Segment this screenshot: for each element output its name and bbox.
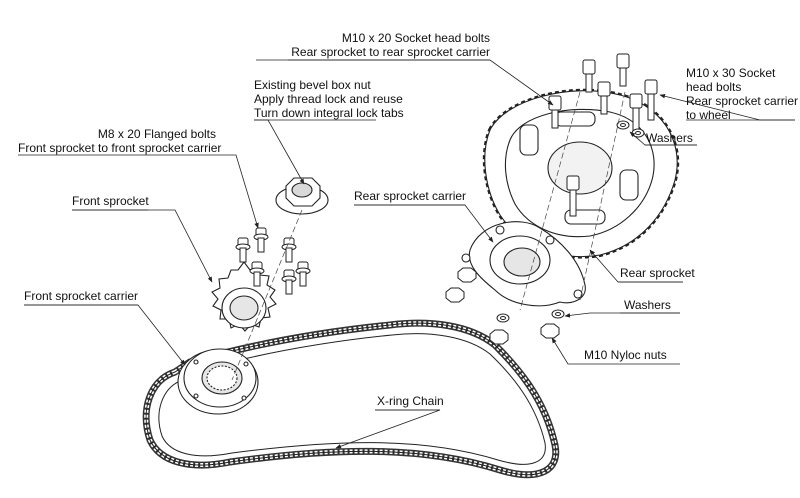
label-washers-top: Washers <box>646 131 693 145</box>
label-m10x30-line1: M10 x 30 Socket <box>686 66 776 80</box>
label-m8-line2: Front sprocket to front sprocket carrier <box>18 141 222 155</box>
label-bevel-box-nut: Existing bevel box nut Apply thread lock… <box>254 78 404 120</box>
rear-sprocket <box>482 88 680 259</box>
assembly-axes <box>231 91 626 381</box>
bevel-box-nut <box>275 177 329 215</box>
m8-flanged-bolts <box>235 227 311 295</box>
label-front-sprocket: Front sprocket <box>72 194 149 208</box>
label-rear-carrier-text: Rear sprocket carrier <box>354 189 467 203</box>
label-chain-text: X-ring Chain <box>377 394 444 408</box>
label-m8-bolts: M8 x 20 Flanged bolts Front sprocket to … <box>18 127 222 155</box>
m10x20-socket-bolts <box>548 53 630 129</box>
m10x30-socket-bolts <box>566 79 658 217</box>
label-m8-line1: M8 x 20 Flanged bolts <box>97 127 216 141</box>
label-washers-top-text: Washers <box>646 131 693 145</box>
washers-bottom <box>496 309 565 323</box>
label-m10x20-line1: M10 x 20 Socket head bolts <box>341 31 490 45</box>
m10-nyloc-nuts <box>445 267 560 345</box>
label-bevel-line3: Turn down integral lock tabs <box>254 106 404 120</box>
label-washers-bottom: Washers <box>624 298 671 312</box>
label-m10x30-line2: head bolts <box>686 80 742 94</box>
label-bevel-line1: Existing bevel box nut <box>254 78 371 92</box>
label-m10x20-bolts: M10 x 20 Socket head bolts Rear sprocket… <box>288 31 490 59</box>
label-front-sprocket-text: Front sprocket <box>72 194 149 208</box>
label-front-sprocket-carrier: Front sprocket carrier <box>24 289 138 303</box>
label-m10x20-line2: Rear sprocket to rear sprocket carrier <box>291 45 490 59</box>
label-m10x30-line4: to wheel <box>686 108 731 122</box>
label-rear-sprocket-text: Rear sprocket <box>620 266 695 280</box>
x-ring-chain <box>142 319 560 479</box>
label-m10x30-bolts: M10 x 30 Socket head bolts Rear sprocket… <box>686 66 798 122</box>
label-nyloc-text: M10 Nyloc nuts <box>584 348 667 362</box>
label-rear-sprocket-carrier: Rear sprocket carrier <box>354 189 466 203</box>
label-rear-sprocket: Rear sprocket <box>620 266 695 280</box>
front-sprocket-carrier <box>177 348 259 415</box>
label-front-carrier-text: Front sprocket carrier <box>24 289 139 303</box>
label-m10x30-line3: Rear sprocket carrier <box>686 94 799 108</box>
label-nyloc-nuts: M10 Nyloc nuts <box>584 348 667 362</box>
label-chain: X-ring Chain <box>377 394 444 408</box>
label-bevel-line2: Apply thread lock and reuse <box>254 92 403 106</box>
washers-top <box>616 120 645 138</box>
label-washers-bottom-text: Washers <box>624 298 671 312</box>
leader-lines <box>18 59 795 449</box>
